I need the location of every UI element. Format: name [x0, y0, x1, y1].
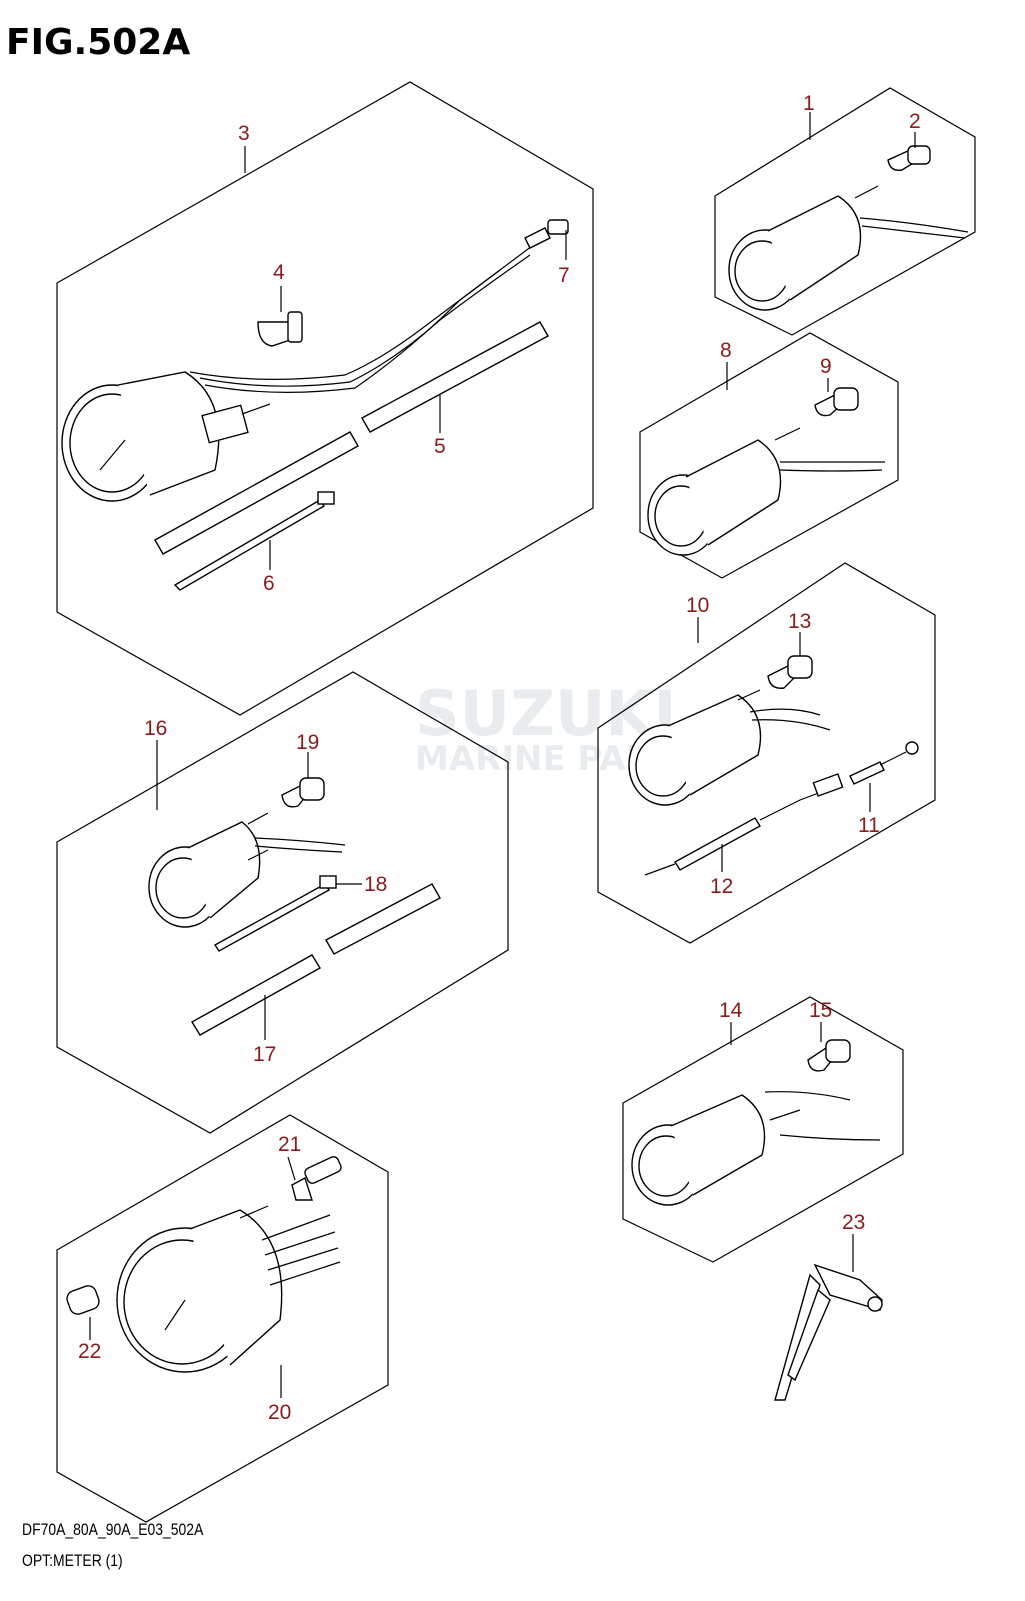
- harness-11[interactable]: [849, 741, 919, 812]
- tube-5[interactable]: [154, 321, 549, 555]
- bulb-9[interactable]: [814, 378, 859, 417]
- callout-6: 6: [263, 572, 275, 595]
- callout-9: 9: [820, 355, 832, 378]
- callout-13: 13: [788, 610, 811, 633]
- callout-20: 20: [268, 1401, 291, 1424]
- group-14-panel: [622, 996, 904, 1263]
- tie-6[interactable]: [173, 491, 335, 591]
- callout-8: 8: [720, 339, 732, 362]
- bulb-19[interactable]: [281, 752, 325, 808]
- gauge-20[interactable]: [116, 1205, 341, 1373]
- callout-22: 22: [78, 1340, 101, 1363]
- gauge-14[interactable]: [631, 1091, 881, 1206]
- callout-14: 14: [719, 999, 743, 1022]
- figure-title: FIG.502A: [6, 22, 191, 63]
- bulb-21[interactable]: [287, 1155, 343, 1201]
- callout-7: 7: [558, 264, 570, 287]
- tie-18[interactable]: [213, 875, 362, 952]
- tube-17[interactable]: [191, 883, 441, 1040]
- gauge-10[interactable]: [628, 689, 831, 806]
- bulb-15[interactable]: [807, 1022, 851, 1072]
- callout-5: 5: [434, 435, 446, 458]
- bulb-4[interactable]: [257, 286, 303, 347]
- callout-10: 10: [686, 594, 709, 617]
- group-16-panel: [56, 671, 509, 1134]
- bulb-22[interactable]: [65, 1284, 101, 1340]
- callout-11: 11: [858, 814, 880, 837]
- svg-text:SUZUKI: SUZUKI: [415, 677, 676, 750]
- callout-16: 16: [144, 717, 167, 740]
- gauge-8[interactable]: [647, 427, 885, 556]
- callout-15: 15: [809, 999, 832, 1022]
- callout-21: 21: [278, 1133, 301, 1156]
- gauge-1[interactable]: [728, 185, 969, 311]
- callout-19: 19: [296, 731, 319, 754]
- bolt-7[interactable]: [524, 219, 569, 260]
- group-20-panel: [56, 1114, 389, 1523]
- callout-17: 17: [253, 1043, 276, 1066]
- harness-12[interactable]: [644, 773, 844, 876]
- bulb-13[interactable]: [767, 632, 813, 689]
- sender-23[interactable]: [774, 1234, 883, 1401]
- gauge-16[interactable]: [148, 812, 346, 928]
- group-8-panel: [639, 332, 899, 579]
- section-name: OPT:METER (1): [22, 1551, 123, 1570]
- bulb-2[interactable]: [887, 132, 931, 171]
- callout-labels: 1 2 3 4 5 6 7 8 9 10 11 12 13 14 15 16 1…: [78, 92, 921, 1424]
- callout-2: 2: [909, 110, 921, 133]
- callout-12: 12: [710, 875, 733, 898]
- callout-3: 3: [238, 122, 250, 145]
- group-3-panel: [56, 81, 594, 716]
- callout-23: 23: [842, 1211, 865, 1234]
- group-10-panel: [597, 562, 936, 944]
- callout-4: 4: [273, 261, 285, 284]
- group-1-panel: [714, 87, 976, 336]
- callout-1: 1: [803, 92, 815, 115]
- callout-18: 18: [364, 873, 387, 896]
- model-code: DF70A_80A_90A_E03_502A: [22, 1520, 204, 1539]
- gauge-3[interactable]: [61, 239, 541, 502]
